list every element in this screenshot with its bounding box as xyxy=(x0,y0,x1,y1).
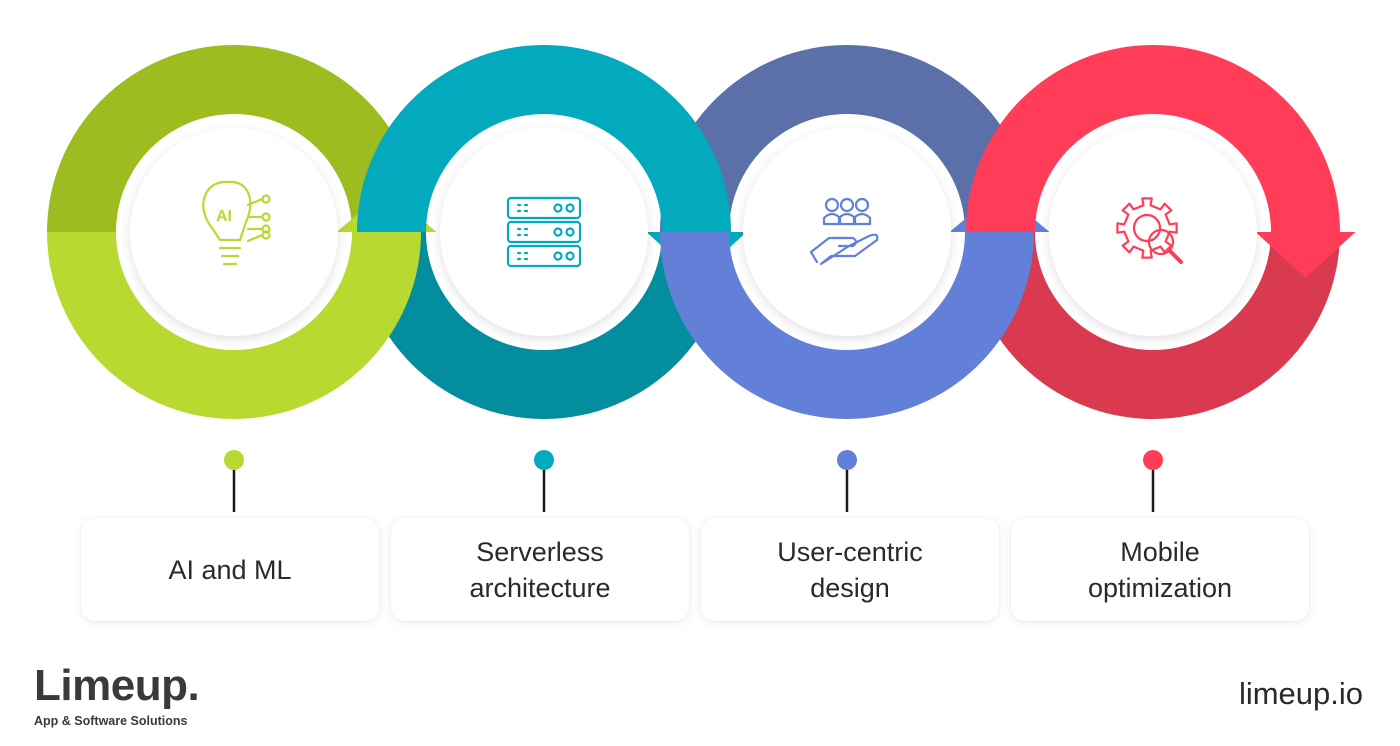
ring-ai-bottom xyxy=(47,232,421,419)
ring-serverless-bottom xyxy=(357,232,731,419)
ring-center xyxy=(743,128,951,336)
server-stack-icon xyxy=(506,196,582,268)
ai-brain-bulb-icon: AI xyxy=(202,180,271,266)
step-label: Serverless architecture xyxy=(469,536,611,603)
ring-mobile-bottom xyxy=(966,232,1340,419)
ring-center xyxy=(440,128,648,336)
step-card-user-centric: User-centric design xyxy=(701,518,999,621)
ring-ai-top xyxy=(47,45,421,232)
step-card-mobile: Mobile optimization xyxy=(1011,518,1309,621)
svg-text:AI: AI xyxy=(216,208,232,225)
connector-dot xyxy=(224,450,244,470)
site-url: limeup.io xyxy=(1238,676,1363,711)
connector-dot xyxy=(534,450,554,470)
brand-tagline: App & Software Solutions xyxy=(34,714,188,728)
users-hand-icon xyxy=(809,197,879,266)
ring-user-centric-top xyxy=(660,45,1034,232)
brand-logo: Limeup. App & Software Solutions xyxy=(34,661,200,729)
step-label: Mobile optimization xyxy=(1087,536,1233,603)
ring-center xyxy=(130,128,338,336)
ring-arrowhead xyxy=(1255,232,1356,278)
connector-dot xyxy=(1143,450,1163,470)
gear-search-icon xyxy=(1116,197,1183,264)
ring-user-centric-bottom xyxy=(660,232,1034,419)
step-card-serverless: Serverless architecture xyxy=(391,518,689,621)
connector-dot xyxy=(837,450,857,470)
step-label: AI and ML xyxy=(168,554,292,585)
step-label: User-centric design xyxy=(777,536,923,603)
step-card-ai-and-ml: AI and ML xyxy=(81,518,379,621)
brand-name: Limeup. xyxy=(34,661,200,710)
ring-serverless-top xyxy=(357,45,731,232)
ring-mobile-top xyxy=(966,45,1340,232)
